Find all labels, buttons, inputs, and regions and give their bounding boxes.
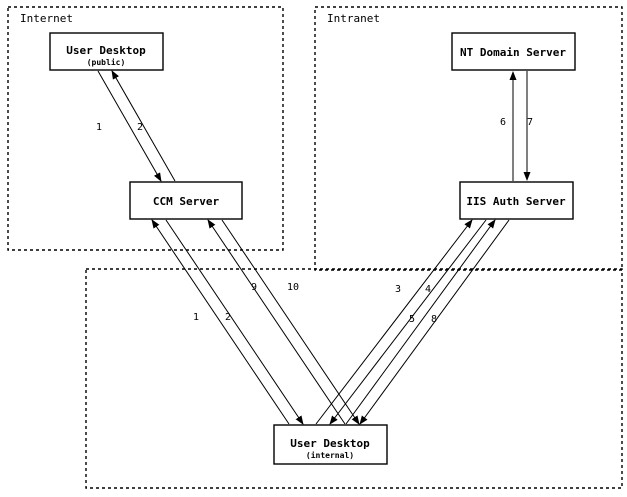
node-nt-domain-server-box[interactable] xyxy=(451,32,576,71)
flow-label-5: 5 xyxy=(409,314,415,325)
zone-internal-boundary xyxy=(85,268,623,489)
node-user-desktop-public-subtitle: (public) xyxy=(87,57,126,67)
flow-1-public-arrow xyxy=(97,70,162,182)
node-user-desktop-internal-title: User Desktop xyxy=(290,437,370,450)
zone-intranet-group: Intranet xyxy=(314,6,623,271)
connection-ccm-internal-desktop-12: 1 2 xyxy=(151,219,304,425)
flow-label-6: 6 xyxy=(500,117,506,128)
node-user-desktop-public-box[interactable] xyxy=(49,32,164,71)
flow-1-internal-arrow xyxy=(151,219,290,425)
node-ccm-server-box[interactable] xyxy=(129,181,243,220)
node-nt-domain-server-title: NT Domain Server xyxy=(460,46,566,59)
flow-9-arrow xyxy=(207,219,346,425)
connection-iis-nt-domain: 6 7 xyxy=(500,71,533,181)
node-iis-auth-server-box[interactable] xyxy=(459,181,574,220)
flow-4-arrow xyxy=(329,219,487,425)
flow-label-8: 8 xyxy=(431,314,437,325)
flow-5-arrow xyxy=(345,219,496,425)
flow-label-1-internal: 1 xyxy=(193,312,199,323)
connection-public-desktop-ccm: 1 2 xyxy=(96,70,176,182)
flow-2-public-arrow xyxy=(111,70,176,182)
connection-iis-internal-desktop-58: 5 8 xyxy=(345,219,510,425)
flow-label-3: 3 xyxy=(395,284,401,295)
flow-label-10: 10 xyxy=(287,282,299,293)
node-user-desktop-internal-box[interactable] xyxy=(273,424,388,465)
flow-2-internal-arrow xyxy=(165,219,304,425)
node-nt-domain-server[interactable]: NT Domain Server xyxy=(451,32,576,71)
flow-label-9: 9 xyxy=(251,282,257,293)
flow-label-4: 4 xyxy=(425,284,431,295)
node-ccm-server-title: CCM Server xyxy=(153,195,220,208)
node-user-desktop-internal-subtitle: (internal) xyxy=(306,450,354,460)
node-user-desktop-public[interactable]: User Desktop (public) xyxy=(49,32,164,71)
zone-intranet-label: Intranet xyxy=(327,12,380,25)
flow-label-7: 7 xyxy=(527,117,533,128)
node-user-desktop-internal[interactable]: User Desktop (internal) xyxy=(273,424,388,465)
flow-10-arrow xyxy=(221,219,360,425)
connection-ccm-internal-desktop-910: 9 10 xyxy=(207,219,360,425)
connection-iis-internal-desktop-34: 3 4 xyxy=(315,219,487,425)
zone-internet-label: Internet xyxy=(20,12,73,25)
node-iis-auth-server-title: IIS Auth Server xyxy=(466,195,566,208)
zone-intranet-boundary xyxy=(314,6,623,271)
flow-label-2-internal: 2 xyxy=(225,312,231,323)
flow-label-1-public: 1 xyxy=(96,122,102,133)
zone-internet-group: Internet xyxy=(7,6,284,251)
zone-internet-boundary xyxy=(7,6,284,251)
node-user-desktop-public-title: User Desktop xyxy=(66,44,146,57)
flow-label-2-public: 2 xyxy=(137,122,143,133)
node-ccm-server[interactable]: CCM Server xyxy=(129,181,243,220)
flow-8-arrow xyxy=(359,219,510,425)
node-iis-auth-server[interactable]: IIS Auth Server xyxy=(459,181,574,220)
zone-internal-group xyxy=(85,268,623,489)
flow-3-arrow xyxy=(315,219,473,425)
